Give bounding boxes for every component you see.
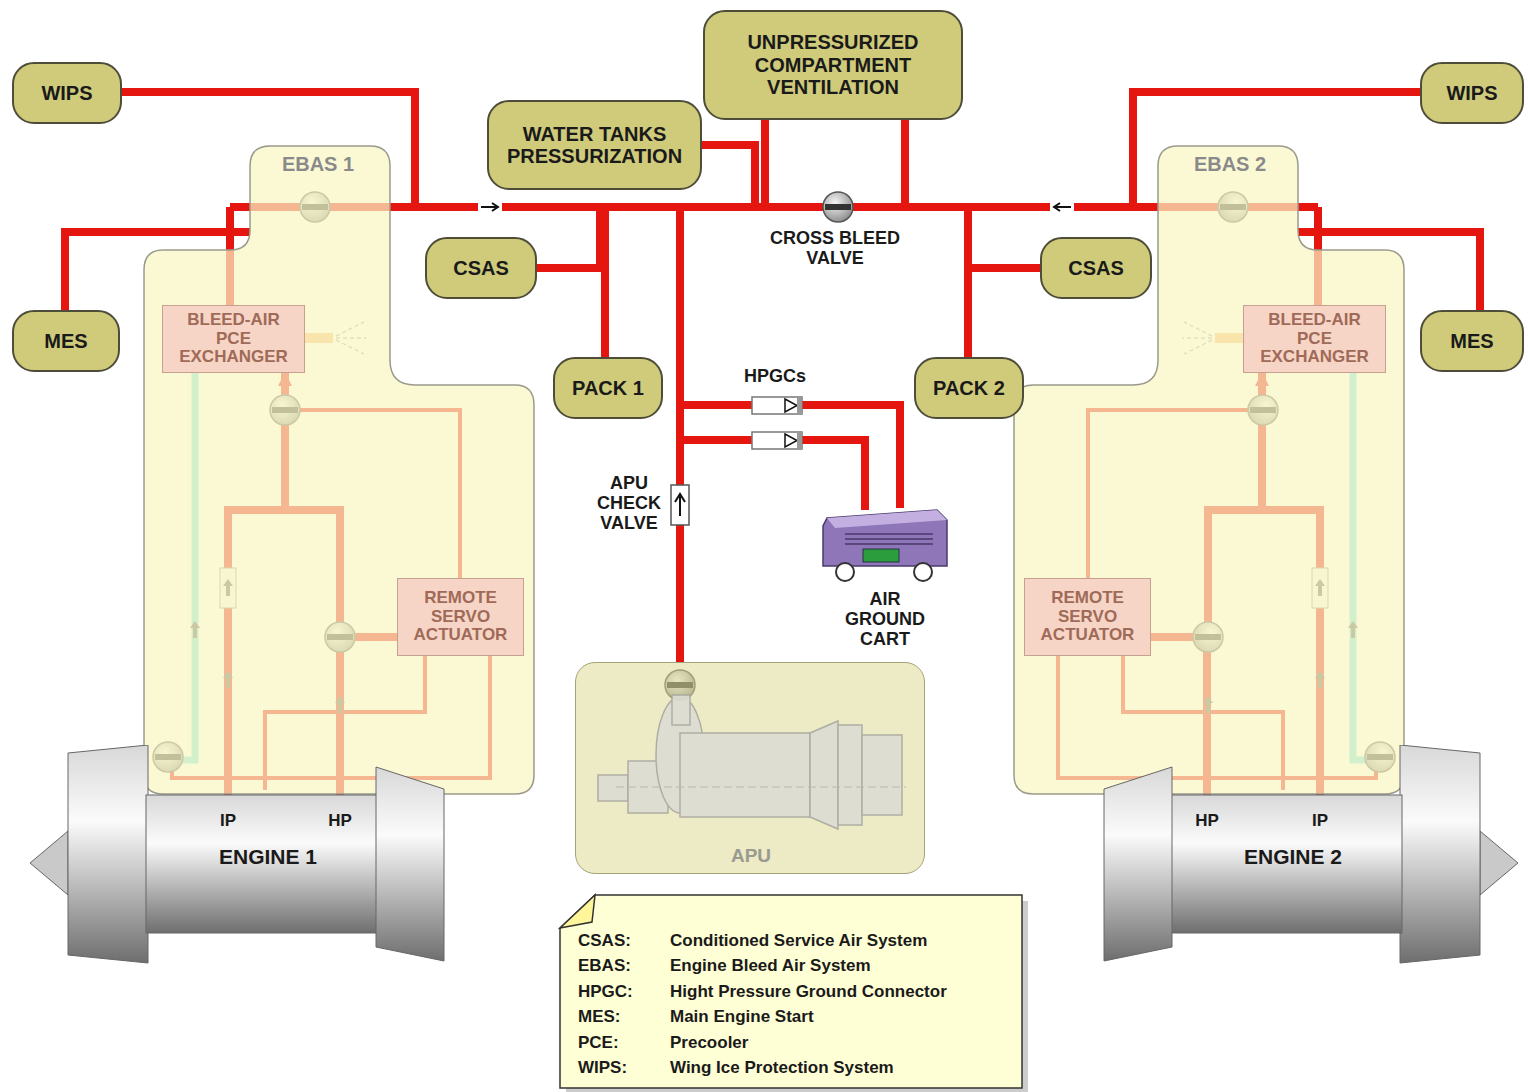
node-label: WATER TANKS PRESSURIZATION xyxy=(497,123,692,168)
consumer-box: UNPRESSURIZED COMPARTMENT VENTILATION xyxy=(703,10,963,120)
consumer-box: WIPS xyxy=(12,62,122,124)
node-label: MES xyxy=(44,330,87,352)
key-entry: Precooler xyxy=(670,1034,1015,1053)
air-duct xyxy=(905,120,1158,207)
key-entry: Engine Bleed Air System xyxy=(670,957,1015,976)
key-entry: MES: xyxy=(578,1008,668,1027)
port-label: IP xyxy=(1300,812,1340,831)
consumer-box: WIPS xyxy=(1420,62,1524,124)
key-entry: EBAS: xyxy=(578,957,668,976)
ground-cart: AIR GROUND CART xyxy=(815,508,955,653)
part-label: APU CHECK VALVE xyxy=(590,474,668,533)
actuator-box: REMOTE SERVO ACTUATOR xyxy=(397,578,524,656)
key-entry: HPGC: xyxy=(578,983,668,1002)
node-label: CSAS xyxy=(1068,257,1124,279)
key-entry: Conditioned Service Air System xyxy=(670,932,1015,951)
port-label: IP xyxy=(208,812,248,831)
engine-figure: ENGINE 2 xyxy=(1098,745,1518,965)
hpgc-connectors xyxy=(752,397,802,449)
consumer-box: WATER TANKS PRESSURIZATION xyxy=(487,100,702,190)
node-label: REMOTE SERVO ACTUATOR xyxy=(1031,589,1144,645)
node-label: EBAS 1 xyxy=(248,153,388,176)
consumer-box: MES xyxy=(1420,310,1524,372)
node-label: ENGINE 1 xyxy=(188,845,348,869)
key-box xyxy=(560,895,1028,1092)
node-label: AIR GROUND CART xyxy=(840,590,930,649)
air-duct xyxy=(605,207,680,662)
air-duct xyxy=(390,207,605,357)
node-label: CSAS xyxy=(453,257,509,279)
precooler-box: BLEED-AIR PCE EXCHANGER xyxy=(1243,305,1386,373)
key-entry: Wing Ice Protection System xyxy=(670,1059,1015,1078)
node-label: PACK 2 xyxy=(933,377,1005,399)
consumer-box: PACK 2 xyxy=(914,357,1024,419)
node-label: WIPS xyxy=(1446,82,1497,104)
air-duct xyxy=(390,120,765,207)
node-label: PACK 1 xyxy=(572,377,644,399)
node-label: MES xyxy=(1450,330,1493,352)
key-entry: Hight Pressure Ground Connector xyxy=(670,983,1015,1002)
node-label: BLEED-AIR PCE EXCHANGER xyxy=(175,311,293,367)
consumer-box: PACK 1 xyxy=(553,357,663,419)
port-label: HP xyxy=(1187,812,1227,831)
node-label: ENGINE 2 xyxy=(1213,845,1373,869)
node-label: EBAS 2 xyxy=(1160,153,1300,176)
consumer-box: MES xyxy=(12,310,120,372)
apu-check-valve xyxy=(671,485,689,525)
key-entry: Main Engine Start xyxy=(670,1008,1015,1027)
actuator-box: REMOTE SERVO ACTUATOR xyxy=(1024,578,1151,656)
air-duct xyxy=(680,207,968,662)
apu-drawing xyxy=(576,663,926,875)
key-entry: PCE: xyxy=(578,1034,668,1053)
key-entry: WIPS: xyxy=(578,1059,668,1078)
node-label: REMOTE SERVO ACTUATOR xyxy=(404,589,517,645)
node-label: UNPRESSURIZED COMPARTMENT VENTILATION xyxy=(713,31,953,98)
part-label: CROSS BLEED VALVE xyxy=(760,229,910,269)
cart-drawing xyxy=(815,508,955,588)
part-label: HPGCs xyxy=(735,367,815,387)
consumer-box: CSAS xyxy=(425,237,537,299)
port-label: HP xyxy=(320,812,360,831)
apu-box: APU xyxy=(575,662,925,874)
consumer-box: CSAS xyxy=(1040,237,1152,299)
node-label: APU xyxy=(701,845,801,867)
precooler-box: BLEED-AIR PCE EXCHANGER xyxy=(162,305,305,373)
key-entry: CSAS: xyxy=(578,932,668,951)
flow-arrows xyxy=(478,202,1074,212)
air-duct xyxy=(968,207,1158,357)
node-label: BLEED-AIR PCE EXCHANGER xyxy=(1256,311,1374,367)
engine-figure: ENGINE 1 xyxy=(30,745,450,965)
node-label: WIPS xyxy=(41,82,92,104)
